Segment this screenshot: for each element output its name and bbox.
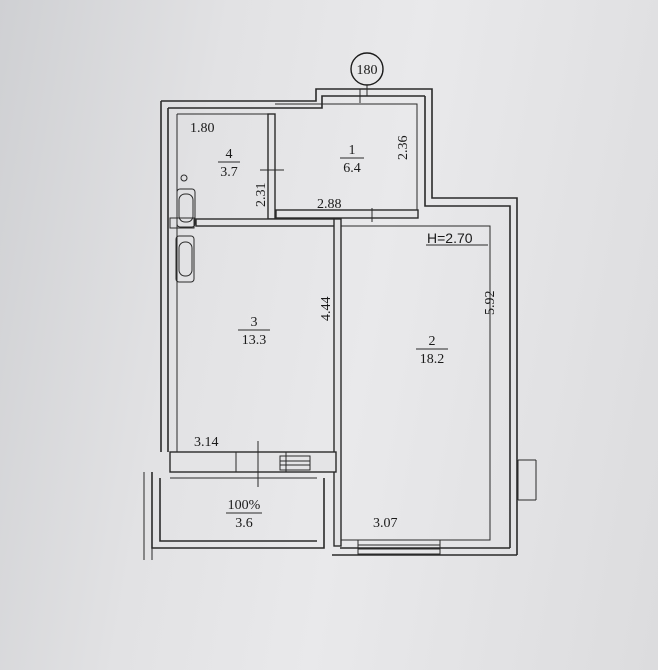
svg-text:1: 1 bbox=[349, 143, 356, 158]
svg-text:2: 2 bbox=[429, 334, 436, 349]
room-4-label: 4 3.7 bbox=[218, 147, 240, 180]
tick-marks bbox=[257, 89, 373, 487]
svg-text:13.3: 13.3 bbox=[242, 333, 267, 348]
north-marker: 180 bbox=[350, 52, 384, 96]
height-label: H=2.70 bbox=[427, 230, 473, 246]
room-outlines bbox=[170, 103, 491, 541]
dim-1-80: 1.80 bbox=[190, 121, 215, 136]
outer-walls bbox=[151, 88, 518, 556]
dim-3-14: 3.14 bbox=[194, 435, 219, 450]
dim-2-36: 2.36 bbox=[396, 136, 411, 161]
room-2-label: 2 18.2 bbox=[416, 334, 448, 367]
svg-text:3.6: 3.6 bbox=[235, 516, 253, 531]
svg-text:4: 4 bbox=[226, 147, 233, 162]
interior-walls bbox=[169, 113, 419, 547]
svg-text:18.2: 18.2 bbox=[420, 352, 445, 367]
dim-4-44: 4.44 bbox=[319, 297, 334, 322]
dim-2-88: 2.88 bbox=[317, 197, 342, 212]
bathroom-fixtures bbox=[175, 174, 196, 283]
balcony-label: 100% 3.6 bbox=[226, 498, 262, 531]
marker-label: 180 bbox=[357, 63, 378, 78]
svg-text:3.7: 3.7 bbox=[220, 165, 238, 180]
svg-text:100%: 100% bbox=[228, 498, 261, 513]
room-1-label: 1 6.4 bbox=[340, 143, 364, 176]
windows bbox=[143, 451, 537, 560]
dim-2-31: 2.31 bbox=[254, 183, 269, 208]
dim-3-07: 3.07 bbox=[373, 516, 398, 531]
svg-text:6.4: 6.4 bbox=[343, 161, 361, 176]
dim-5-92: 5.92 bbox=[483, 291, 498, 316]
svg-text:3: 3 bbox=[251, 315, 258, 330]
room-3-label: 3 13.3 bbox=[238, 315, 270, 348]
